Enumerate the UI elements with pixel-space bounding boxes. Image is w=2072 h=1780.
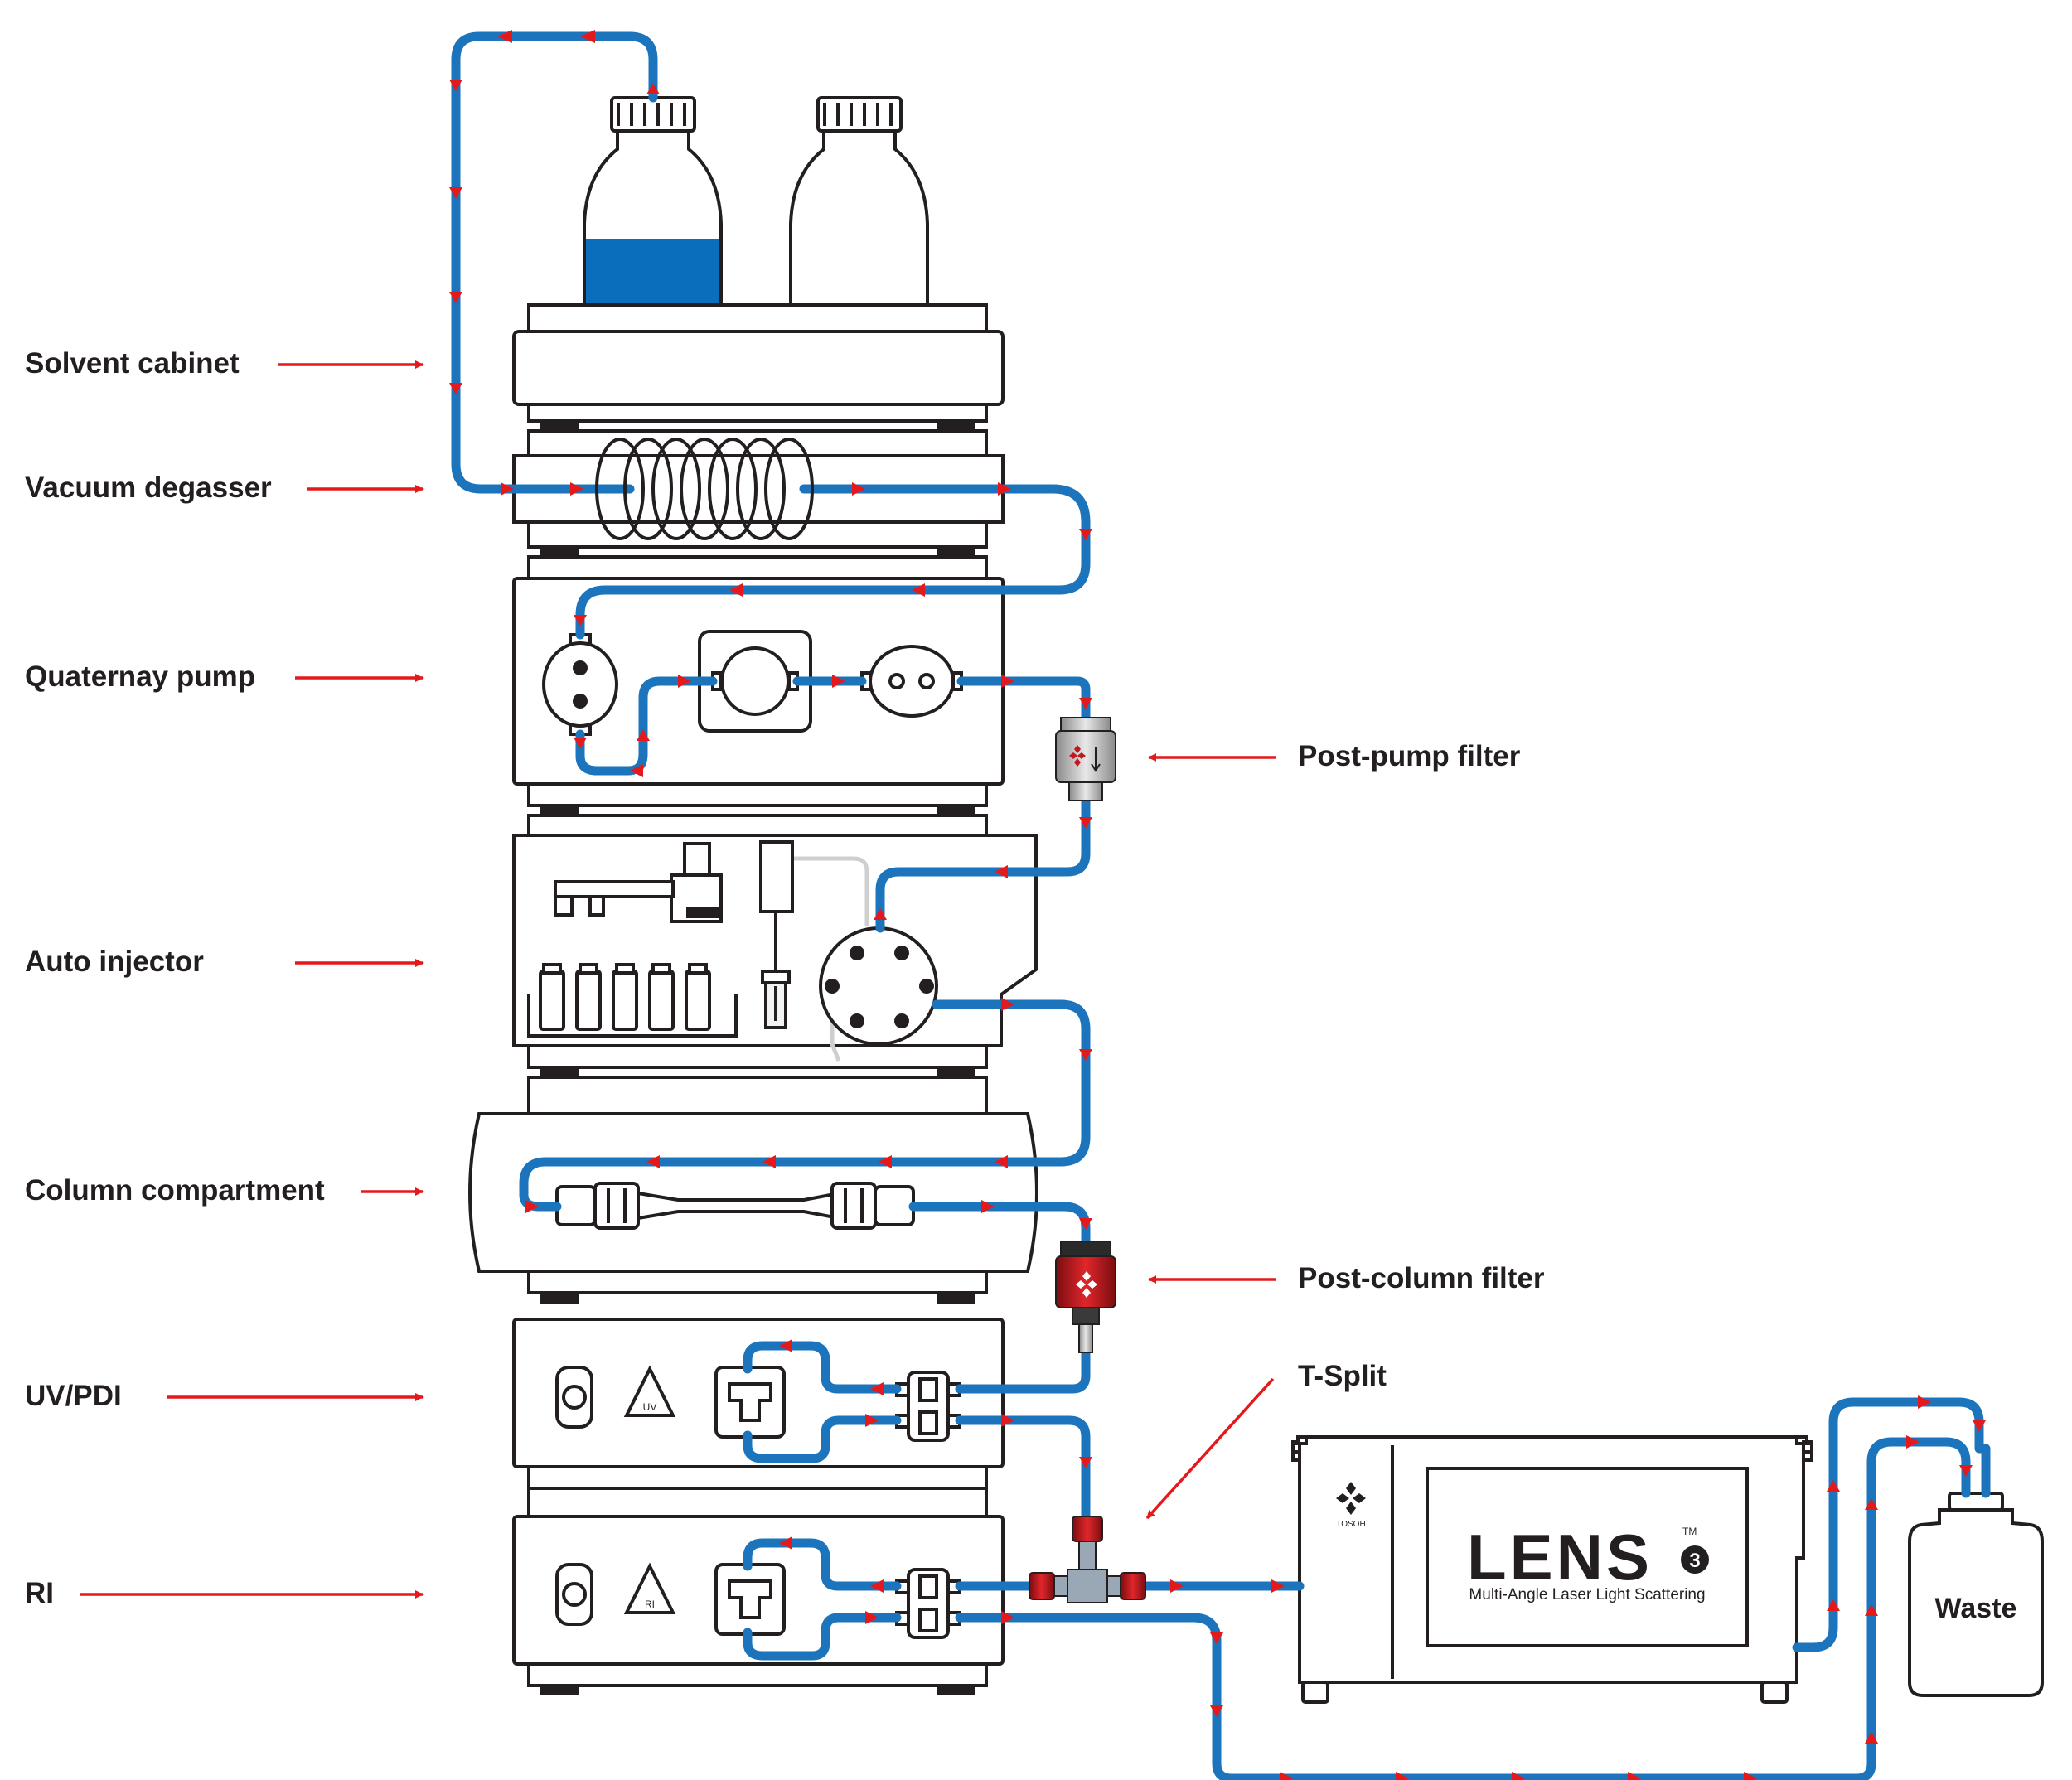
lens-logo: LENS	[1467, 1521, 1653, 1594]
ri-warning-icon	[623, 1562, 676, 1614]
gpc-column	[555, 1182, 915, 1230]
flow-direction-arrows	[449, 30, 1986, 1780]
injector-needle	[759, 840, 869, 1062]
auto-injector	[512, 805, 1038, 1069]
ri-detector: RI	[512, 1487, 1005, 1695]
label-post-pump-filter: Post-pump filter	[1298, 740, 1521, 772]
solvent-bottle-empty	[789, 96, 929, 307]
component-labels: Solvent cabinet Vacuum degasser Quaterna…	[25, 347, 1545, 1609]
degasser-coil	[595, 438, 814, 540]
injector-vial-tray	[527, 963, 738, 1038]
label-ri: RI	[25, 1577, 54, 1609]
injector-gripper-arm	[554, 842, 723, 923]
label-auto-injector: Auto injector	[25, 946, 204, 978]
quaternary-pump	[512, 547, 1005, 807]
t-split-fitting	[1029, 1516, 1146, 1603]
label-vacuum-degasser: Vacuum degasser	[25, 472, 272, 504]
lens-trademark: TM	[1682, 1526, 1697, 1537]
label-uv-pdi: UV/PDI	[25, 1380, 122, 1412]
injector-valve	[819, 926, 938, 1046]
post-column-filter	[1055, 1241, 1116, 1353]
column-compartment	[468, 1067, 1038, 1294]
post-pump-filter	[1055, 717, 1116, 801]
lens3-body: TOSOH LENS TM 3 Multi-Angle Laser Light …	[1298, 1435, 1805, 1704]
label-t-split: T-Split	[1298, 1360, 1387, 1392]
lens-subtitle: Multi-Angle Laser Light Scattering	[1469, 1586, 1705, 1603]
waste-bottle: Waste	[1908, 1492, 2044, 1697]
uv-mark: UV	[643, 1401, 657, 1413]
solvent-cabinet	[512, 303, 1005, 423]
lens-brand: TOSOH	[1336, 1520, 1365, 1529]
label-quaternary-pump: Quaternay pump	[25, 660, 255, 693]
solvent-bottle-filled	[583, 96, 723, 307]
label-column-compartment: Column compartment	[25, 1174, 325, 1207]
label-solvent-cabinet: Solvent cabinet	[25, 347, 240, 380]
uv-warning-icon	[623, 1365, 676, 1417]
label-post-column-filter: Post-column filter	[1298, 1262, 1545, 1294]
ri-flow-cell-fitting	[895, 1568, 961, 1639]
pump-head	[698, 630, 812, 733]
waste-label: Waste	[1935, 1593, 2017, 1624]
lens-number: 3	[1689, 1550, 1700, 1572]
arrow-right-icon	[497, 30, 512, 43]
ri-mark: RI	[645, 1599, 655, 1610]
pump-check-valve	[542, 633, 618, 736]
tosoh-logo-icon	[1336, 1482, 1366, 1515]
